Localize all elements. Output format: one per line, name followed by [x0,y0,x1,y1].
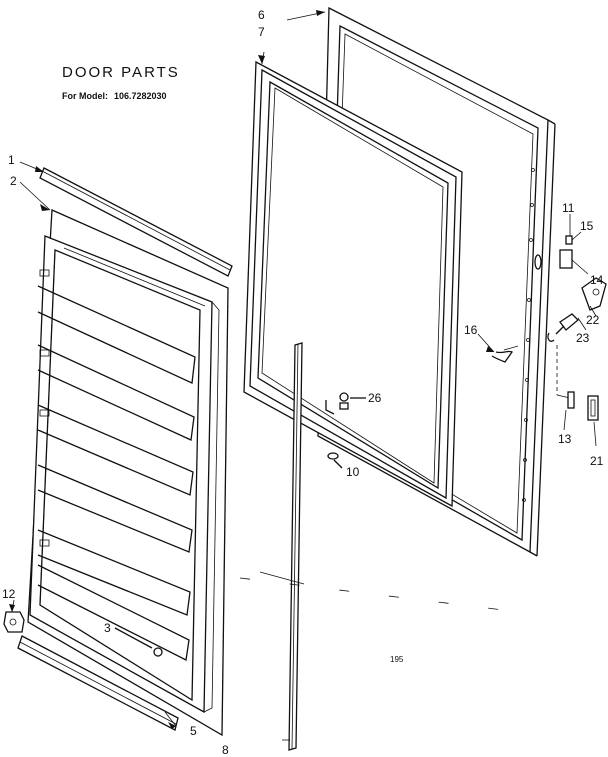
top-trim-strip [39,167,233,277]
diagram-title: DOOR PARTS [62,64,180,81]
callout-11: 11 [562,201,575,215]
callout-2: 2 [10,174,17,188]
callout-23: 23 [576,331,590,345]
callout-16: 16 [464,323,478,337]
callout-7: 7 [258,25,265,39]
callout-6: 6 [258,8,265,22]
model-label: For Model: [62,91,108,101]
callout-22: 22 [586,313,600,327]
fastener-10 [327,452,343,469]
fastener-26 [339,392,366,410]
bottom-trim-strip [17,635,179,731]
latch-bracket-12 [3,611,25,633]
callout-15: 15 [580,219,594,233]
door-liner [27,209,229,737]
leader-arrowheads [9,10,494,729]
callout-21: 21 [590,454,604,468]
callout-13: 13 [558,432,572,446]
alignment-lines [239,571,521,613]
callout-12: 12 [2,587,16,601]
callout-8: 8 [222,743,229,757]
callout-3: 3 [104,621,111,635]
callout-numbers: 1 2 6 7 3 5 8 12 26 10 11 15 14 16 22 23… [2,8,604,757]
model-number: 106.7282030 [114,91,167,101]
screw-3 [114,627,163,657]
callout-1: 1 [8,153,15,167]
callout-10: 10 [346,465,360,479]
callout-26: 26 [368,391,382,405]
callout-14: 14 [590,273,604,287]
breaker-strip [282,342,303,751]
callout-5: 5 [190,724,197,738]
footer-code: 195 [390,655,404,664]
hinge-hardware [491,214,607,421]
model-line: For Model: 106.7282030 [62,91,173,101]
